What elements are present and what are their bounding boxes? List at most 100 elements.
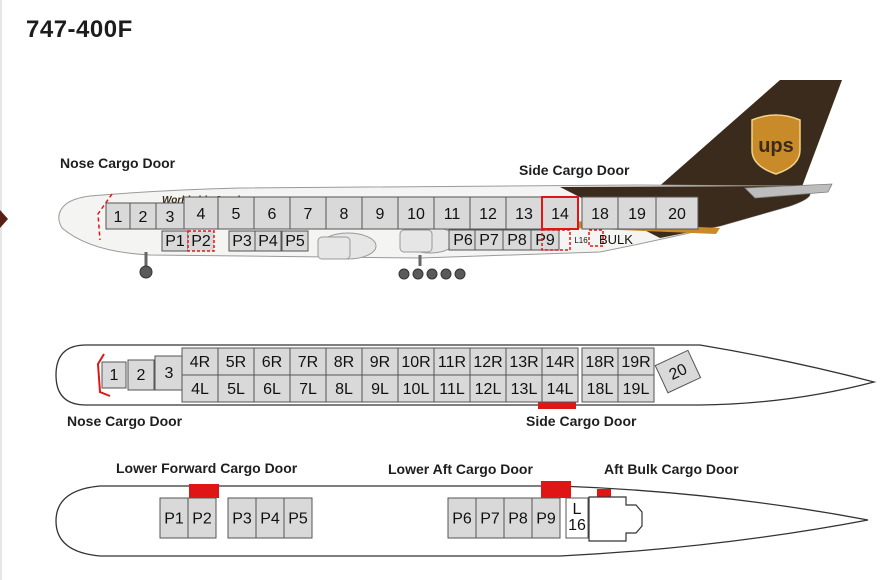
top-pos-20: 20: [654, 349, 702, 394]
main-deck-pos-20-label: 20: [668, 206, 686, 223]
top-pos-5L-cell: [217, 374, 255, 403]
main-deck-pos-14-label: 14: [551, 206, 569, 223]
lower-aft-cargo-door-label: Lower Aft Cargo Door: [388, 461, 533, 477]
top-pos-18R-label: 18R: [585, 354, 614, 371]
top-pos-7L-cell: [289, 374, 327, 403]
top-pos-12R-label: 12R: [473, 354, 502, 371]
side-lower-pos-P9-label: P9: [535, 232, 555, 249]
lower-pos-P4-label: P4: [260, 510, 280, 527]
horizontal-stabilizer: [744, 183, 833, 199]
lower-forward-cargo-door-label: Lower Forward Cargo Door: [116, 460, 298, 476]
top-pos-20-cell: [654, 349, 702, 394]
main-deck-pos-5-label: 5: [232, 206, 241, 223]
top-pos-10L-label: 10L: [403, 381, 430, 398]
bulk-compartment: [588, 496, 643, 542]
lower-pos-P9-cell: [531, 497, 561, 539]
top-pos-11L-cell: [433, 374, 471, 403]
top-pos-13R-label: 13R: [509, 354, 538, 371]
top-pos-8R-label: 8R: [334, 354, 354, 371]
top-pos-18R-cell: [581, 347, 619, 376]
lower-pos-P3-label: P3: [232, 510, 252, 527]
side-lower-pos-P5-cell: [281, 230, 309, 252]
lower-pos-l16-top: L: [573, 501, 582, 518]
top-pos-12R-cell: [469, 347, 507, 376]
side-lower-pos-P4-label: P4: [258, 233, 278, 250]
top-pos-1-label: 1: [110, 367, 119, 384]
top-pos-9L-cell: [361, 374, 399, 403]
top-pos-14R-cell: [541, 347, 579, 376]
side-cargo-door-label: Side Cargo Door: [519, 162, 630, 178]
tail-fin: [655, 80, 842, 192]
main-deck-pos-2-label: 2: [139, 209, 148, 226]
side-lower-pos-P8-label: P8: [507, 232, 527, 249]
top-pos-5L-label: 5L: [227, 381, 245, 398]
nose-cargo-door-label-top: Nose Cargo Door: [67, 413, 183, 429]
side-lower-pos-P1-label: P1: [165, 233, 185, 250]
main-deck-pos-4-label: 4: [197, 206, 206, 223]
lower-fwd-door: [189, 484, 219, 498]
main-deck-pos-18-label: 18: [591, 206, 609, 223]
previous-arrow-icon[interactable]: [0, 210, 8, 228]
lower-pos-l16-bottom: 16: [568, 517, 586, 534]
nose-cargo-door-outline: [97, 193, 113, 241]
main-deck-pos-9-cell: [361, 196, 399, 230]
top-pos-5R-label: 5R: [226, 354, 246, 371]
top-pos-3-label: 3: [165, 365, 174, 382]
main-deck-pos-7-cell: [289, 196, 327, 230]
side-lower-pos-P5-label: P5: [285, 233, 305, 250]
top-pos-13L-cell: [505, 374, 543, 403]
lower-pos-P8-label: P8: [508, 510, 528, 527]
lower-pos-P9-label: P9: [536, 510, 556, 527]
main-deck-pos-1-label: 1: [114, 209, 123, 226]
main-deck-pos-9-label: 9: [376, 206, 385, 223]
top-pos-20-label: 20: [667, 361, 690, 384]
side-lower-pos-P2-label: P2: [191, 233, 211, 250]
top-pos-8L-cell: [325, 374, 363, 403]
top-pos-3-cell: [154, 355, 184, 391]
top-pos-10R-label: 10R: [401, 354, 430, 371]
top-nose-door: [96, 353, 111, 397]
lower-pos-P6-label: P6: [452, 510, 472, 527]
side-bulk-label: BULK: [599, 232, 633, 247]
main-deck-pos-2-cell: [129, 202, 157, 230]
top-pos-19L-label: 19L: [623, 381, 650, 398]
nose-cargo-door-label: Nose Cargo Door: [60, 155, 176, 171]
main-deck-pos-8-label: 8: [340, 206, 349, 223]
top-pos-2-cell: [127, 359, 155, 391]
aft-bulk-cargo-door-label: Aft Bulk Cargo Door: [604, 461, 739, 477]
main-deck-pos-10-cell: [397, 196, 435, 230]
page-title: 747-400F: [26, 16, 133, 43]
top-pos-13L-label: 13L: [511, 381, 538, 398]
main-deck-pos-20-cell: [655, 196, 699, 230]
top-pos-11R-label: 11R: [438, 354, 466, 371]
lower-pos-P6-cell: [447, 497, 477, 539]
main-deck-pos-8-cell: [325, 196, 363, 230]
top-pos-19L-cell: [617, 374, 655, 403]
lower-pos-l16-cell: [565, 497, 589, 539]
lower-pos-P2-cell: [187, 497, 217, 539]
top-pos-9L-label: 9L: [371, 381, 389, 398]
side-lower-pos-l16: L16: [574, 236, 588, 245]
main-deck-pos-1-cell: [105, 202, 131, 230]
page-left-border: [0, 0, 2, 580]
engines: [317, 226, 457, 260]
top-pos-6L-cell: [253, 374, 291, 403]
lower-pos-P7-label: P7: [480, 510, 500, 527]
side-lower-door-marker-cell: [541, 229, 571, 251]
main-deck-pos-18-cell: [581, 196, 619, 230]
top-pos-4L-label: 4L: [191, 381, 209, 398]
top-pos-8R-cell: [325, 347, 363, 376]
main-deck-pos-3-label: 3: [166, 209, 175, 226]
top-pos-14L-label: 14L: [547, 381, 574, 398]
top-pos-7L-label: 7L: [299, 381, 317, 398]
main-deck-pos-12-label: 12: [479, 206, 497, 223]
top-pos-14L-cell: [541, 374, 579, 403]
top-pos-4L-cell: [181, 374, 219, 403]
main-deck-pos-6-label: 6: [268, 206, 277, 223]
top-pos-10R-cell: [397, 347, 435, 376]
